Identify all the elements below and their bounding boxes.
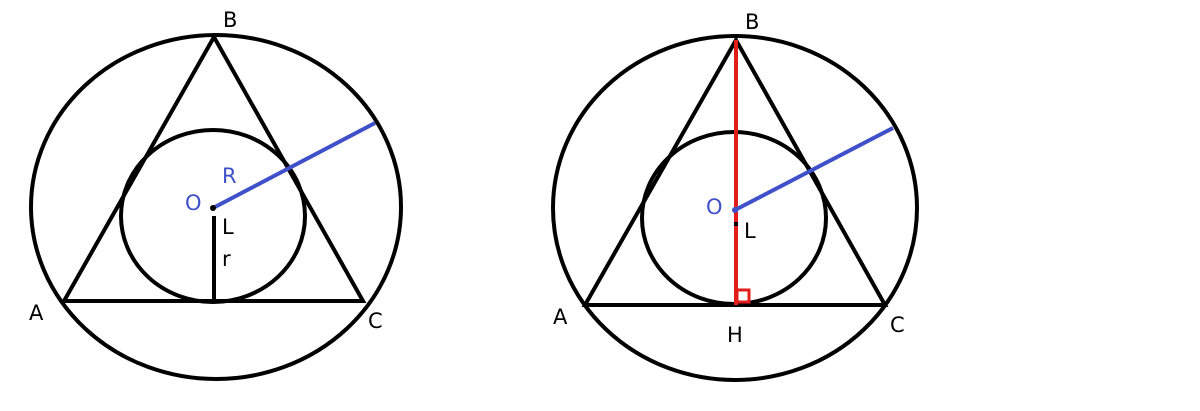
left-circumradius-R <box>212 121 376 210</box>
left-label-L: L <box>222 215 234 239</box>
left-label-R: R <box>222 164 237 188</box>
right-figure: B A C O L H <box>551 10 919 382</box>
right-label-H: H <box>727 323 743 347</box>
right-label-A: A <box>553 305 568 329</box>
right-label-L: L <box>744 219 756 243</box>
right-l-tick <box>734 222 738 226</box>
left-label-O: O <box>185 191 202 215</box>
right-circumcircle <box>551 34 919 382</box>
left-label-r: r <box>222 247 231 271</box>
right-label-O: O <box>706 195 723 219</box>
right-label-B: B <box>745 10 759 34</box>
left-circumcircle-shape <box>29 33 403 381</box>
left-figure: B A C O R L r <box>29 8 403 381</box>
right-label-C: C <box>890 313 905 337</box>
right-angle-marker <box>735 288 751 304</box>
left-center-point <box>210 205 216 211</box>
left-label-A: A <box>29 301 44 325</box>
left-label-B: B <box>223 8 237 32</box>
left-label-C: C <box>368 309 383 333</box>
right-center-point <box>732 207 738 213</box>
right-circumradius <box>734 126 894 212</box>
